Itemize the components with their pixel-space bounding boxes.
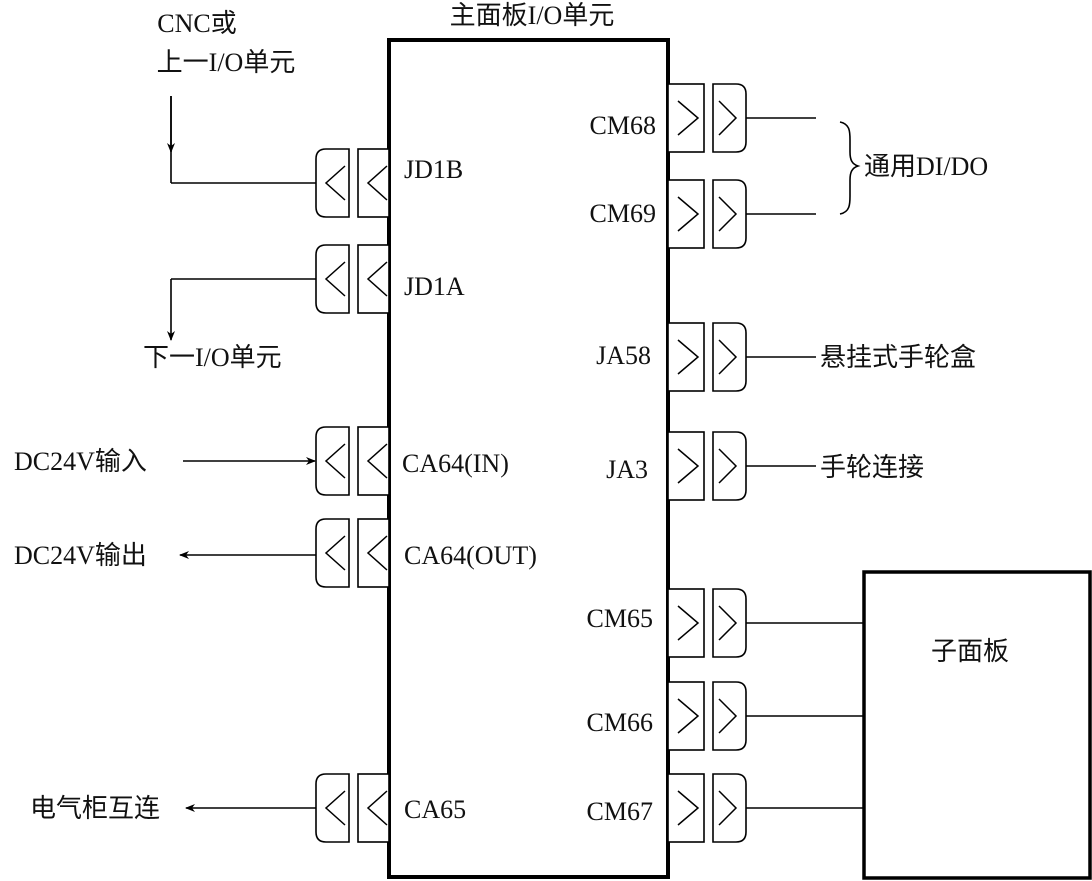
- chevron-left-icon: [366, 261, 388, 297]
- connector-cm67: [667, 773, 747, 843]
- plug-shell: [712, 681, 747, 751]
- chevron-right-icon: [718, 100, 738, 136]
- chevron-left-icon: [324, 790, 346, 826]
- connector-ca65: [315, 773, 390, 843]
- chevron-right-icon: [718, 790, 738, 826]
- plug-shell: [315, 244, 350, 314]
- socket-shell: [357, 148, 390, 218]
- connector-ca64out: [315, 518, 390, 588]
- label-general-dido: 通用DI/DO: [864, 152, 988, 181]
- connector-ja58: [667, 322, 747, 392]
- label-cnc-line1: CNC或: [157, 9, 236, 38]
- chevron-left-icon: [366, 165, 388, 201]
- chevron-right-icon: [718, 196, 738, 232]
- sub-board-box: [862, 570, 1092, 880]
- socket-shell: [357, 426, 390, 496]
- socket-shell: [357, 518, 390, 588]
- main-board-title: 主面板I/O单元: [450, 1, 615, 30]
- label-dc24v-in: DC24V输入: [14, 447, 147, 476]
- socket-shell: [357, 244, 390, 314]
- plug-shell: [712, 83, 747, 153]
- socket-shell: [357, 773, 390, 843]
- connector-cm68: [667, 83, 747, 153]
- plug-shell: [712, 322, 747, 392]
- chevron-right-icon: [677, 339, 700, 375]
- port-label-cm66: CM66: [587, 708, 653, 737]
- chevron-left-icon: [324, 535, 346, 571]
- chevron-right-icon: [677, 196, 700, 232]
- chevron-right-icon: [718, 698, 738, 734]
- chevron-left-icon: [366, 790, 388, 826]
- connector-jd1a: [315, 244, 390, 314]
- chevron-right-icon: [718, 605, 738, 641]
- connector-ja3: [667, 431, 747, 501]
- plug-shell: [712, 773, 747, 843]
- label-handwheel-conn: 手轮连接: [820, 453, 924, 482]
- chevron-right-icon: [677, 698, 700, 734]
- connector-ca64in: [315, 426, 390, 496]
- plug-shell: [712, 588, 747, 658]
- chevron-left-icon: [366, 443, 388, 479]
- port-label-ja3: JA3: [606, 455, 648, 484]
- plug-shell: [315, 426, 350, 496]
- label-cabinet: 电气柜互连: [30, 794, 160, 823]
- plug-shell: [315, 518, 350, 588]
- sub-board-title: 子面板: [931, 637, 1009, 666]
- chevron-right-icon: [677, 605, 700, 641]
- port-label-ja58: JA58: [596, 341, 651, 370]
- chevron-left-icon: [366, 535, 388, 571]
- chevron-right-icon: [718, 448, 738, 484]
- label-next-io: 下一I/O单元: [143, 343, 282, 372]
- chevron-left-icon: [324, 165, 346, 201]
- label-dc24v-out: DC24V输出: [14, 541, 147, 570]
- connector-jd1b: [315, 148, 390, 218]
- connector-cm66: [667, 681, 747, 751]
- port-label-cm65: CM65: [587, 604, 653, 633]
- chevron-right-icon: [677, 448, 700, 484]
- port-label-jd1b: JD1B: [404, 155, 463, 184]
- plug-shell: [712, 179, 747, 249]
- port-label-ca65: CA65: [404, 795, 466, 824]
- port-label-jd1a: JD1A: [404, 272, 465, 301]
- port-label-cm69: CM69: [590, 199, 656, 228]
- plug-shell: [315, 148, 350, 218]
- port-label-cm68: CM68: [590, 111, 656, 140]
- chevron-left-icon: [324, 261, 346, 297]
- port-label-ca64out: CA64(OUT): [404, 541, 537, 570]
- chevron-right-icon: [677, 100, 700, 136]
- connector-cm69: [667, 179, 747, 249]
- brace-general-dido: [839, 121, 861, 215]
- chevron-left-icon: [324, 443, 346, 479]
- plug-shell: [315, 773, 350, 843]
- chevron-right-icon: [718, 339, 738, 375]
- connector-cm65: [667, 588, 747, 658]
- plug-shell: [712, 431, 747, 501]
- label-cnc-line2: 上一I/O单元: [157, 48, 296, 77]
- label-pendant-handwheel: 悬挂式手轮盒: [820, 343, 976, 372]
- chevron-right-icon: [677, 790, 700, 826]
- port-label-cm67: CM67: [587, 797, 653, 826]
- port-label-ca64in: CA64(IN): [402, 449, 509, 478]
